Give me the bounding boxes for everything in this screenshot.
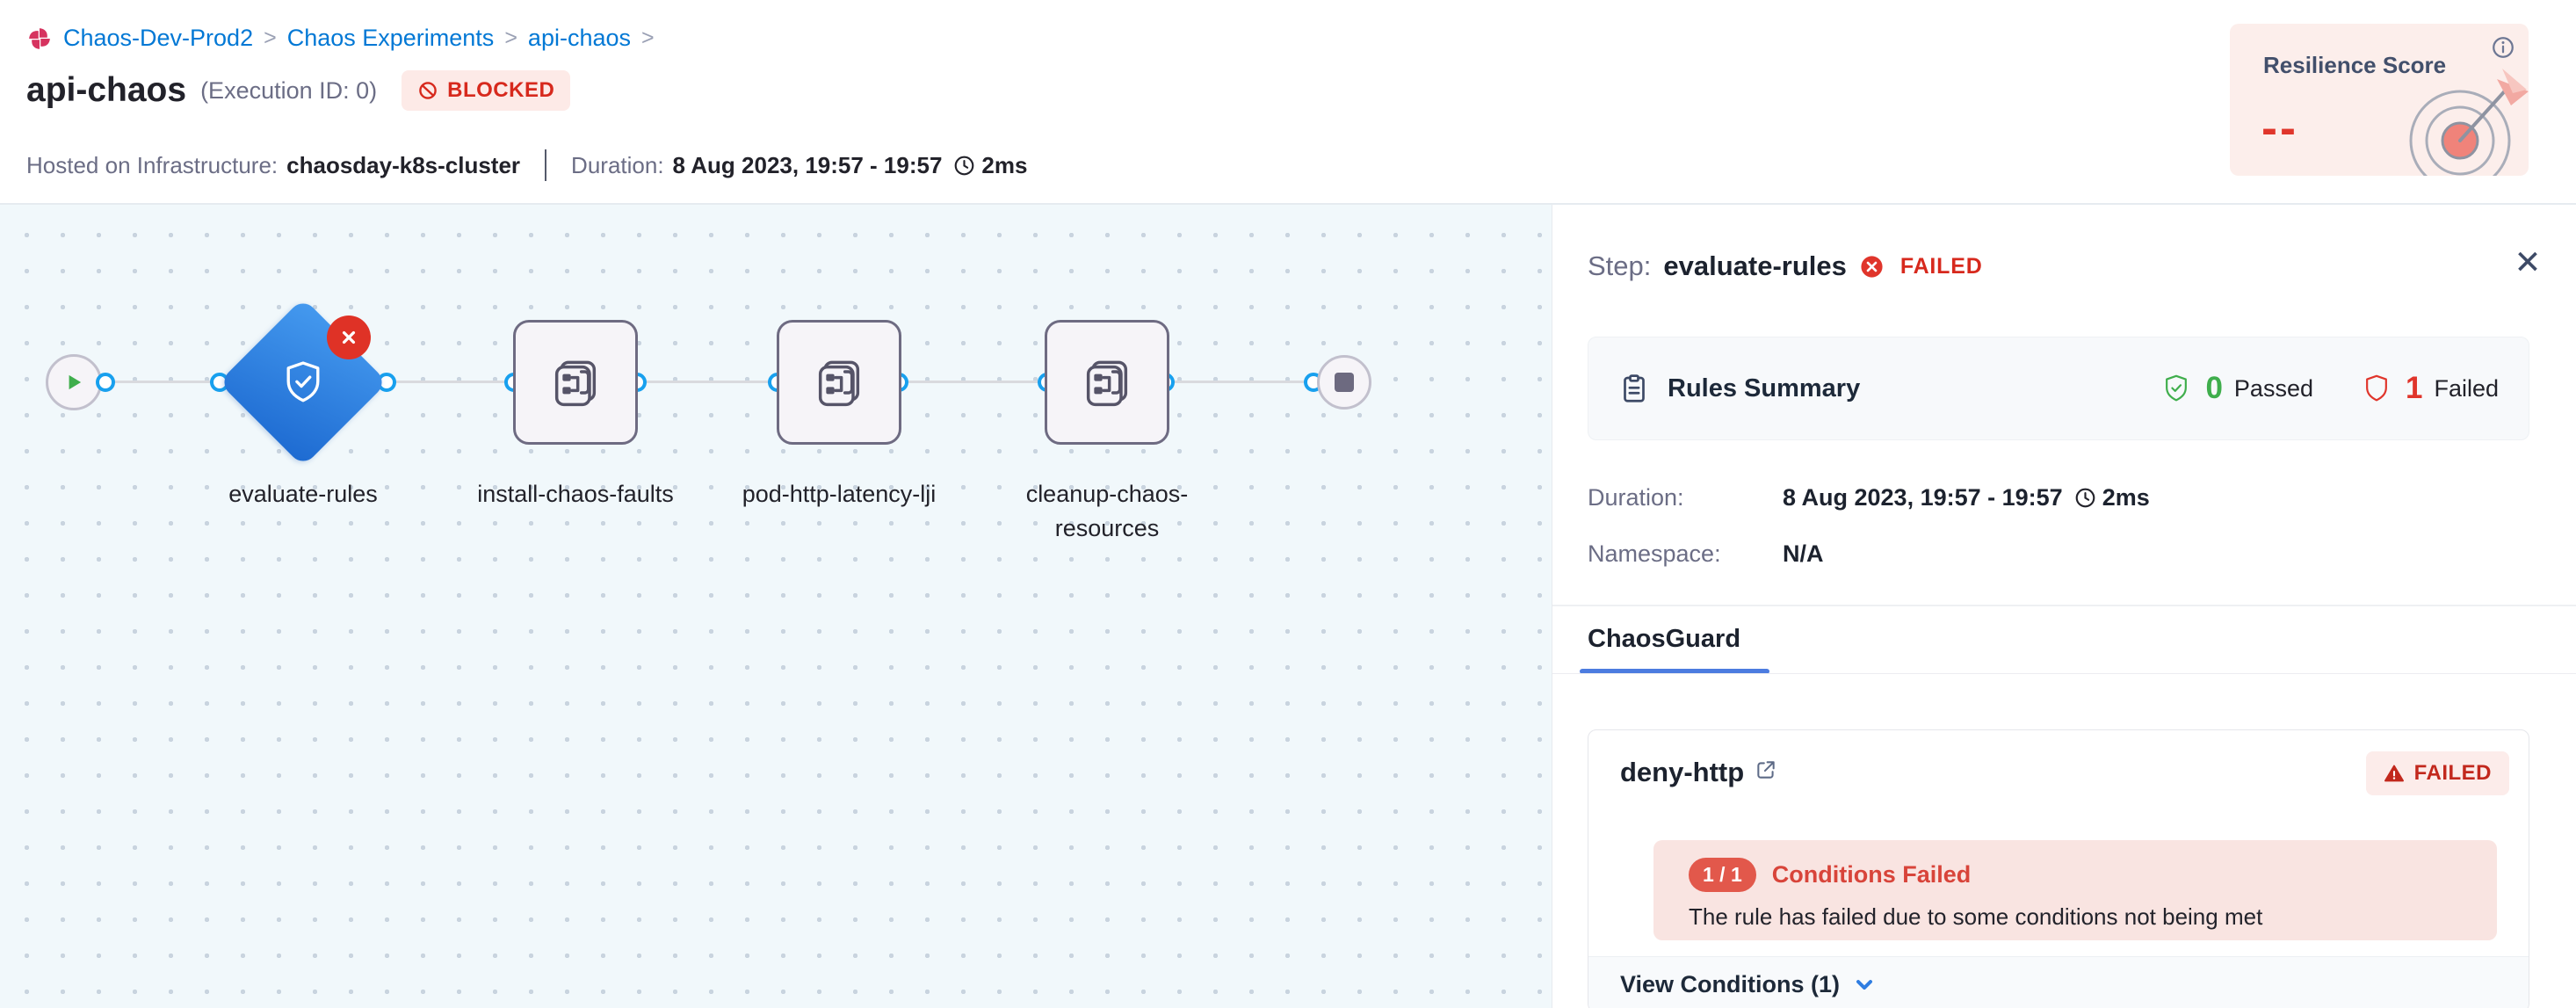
failed-circle-icon xyxy=(1859,254,1885,279)
connector-port xyxy=(96,373,115,392)
rule-status-label: FAILED xyxy=(2413,761,2492,785)
clock-icon xyxy=(952,154,976,178)
breadcrumb: Chaos-Dev-Prod2 > Chaos Experiments > ap… xyxy=(26,25,655,52)
clock-icon xyxy=(2073,486,2097,510)
rule-name: deny-http xyxy=(1620,757,1745,787)
close-panel-button[interactable]: ✕ xyxy=(2507,242,2549,284)
shield-check-green-icon xyxy=(2159,371,2194,406)
tab-chaosguard[interactable]: ChaosGuard xyxy=(1588,625,1741,653)
chaos-module-icon xyxy=(26,25,53,52)
external-link-icon[interactable] xyxy=(1755,758,1777,781)
passed-count: 0 xyxy=(2205,371,2223,405)
rules-summary-title: Rules Summary xyxy=(1668,373,1861,402)
status-badge-label: BLOCKED xyxy=(447,78,555,102)
pipeline-connector-line xyxy=(74,381,1344,383)
info-icon[interactable] xyxy=(2490,34,2516,61)
namespace-value: N/A xyxy=(1783,540,1824,567)
step-header: Step: evaluate-rules FAILED xyxy=(1588,250,1983,282)
panel-duration-label: Duration: xyxy=(1588,484,1684,511)
breadcrumb-link-project[interactable]: Chaos-Dev-Prod2 xyxy=(63,25,254,51)
x-icon xyxy=(342,330,356,344)
rule-title-row[interactable]: deny-http xyxy=(1620,757,1777,788)
status-badge-blocked: BLOCKED xyxy=(402,70,571,111)
blocked-icon xyxy=(417,80,438,101)
infra-value: chaosday-k8s-cluster xyxy=(286,151,521,178)
duration-value: 8 Aug 2023, 19:57 - 19:57 xyxy=(672,151,943,178)
resilience-score-value: -- xyxy=(2261,102,2298,155)
chaos-step-icon xyxy=(1086,360,1128,407)
node-cleanup-chaos-resources[interactable] xyxy=(1045,320,1169,445)
resilience-score-title: Resilience Score xyxy=(2263,52,2447,78)
conditions-failed-message: The rule has failed due to some conditio… xyxy=(1689,903,2263,930)
namespace-label: Namespace: xyxy=(1588,540,1721,567)
pipeline-canvas[interactable]: evaluate-rules install-chaos-faults pod-… xyxy=(0,205,1552,1008)
tab-active-indicator xyxy=(1580,669,1769,674)
stop-icon xyxy=(1335,373,1354,392)
title-row: api-chaos (Execution ID: 0) BLOCKED xyxy=(26,70,571,111)
rule-card-deny-http: deny-http FAILED xyxy=(1588,729,2529,1008)
passed-metric: 0 Passed xyxy=(2159,371,2313,406)
page-header: Chaos-Dev-Prod2 > Chaos Experiments > ap… xyxy=(0,0,2576,205)
failed-metric: 1 Failed xyxy=(2359,371,2499,406)
step-label: Step: xyxy=(1588,250,1652,281)
node-label: install-chaos-faults xyxy=(477,481,674,507)
rules-summary-bar: Rules Summary 0 Passed xyxy=(1588,337,2529,440)
target-illustration xyxy=(2399,53,2529,176)
breadcrumb-separator: > xyxy=(504,25,517,50)
resilience-score-card: Resilience Score -- xyxy=(2230,24,2529,176)
warning-triangle-icon xyxy=(2384,763,2405,784)
panel-divider xyxy=(1552,605,2576,606)
failed-count: 1 xyxy=(2405,371,2423,405)
node-label: pod-http-latency-lji xyxy=(742,481,937,507)
step-status: FAILED xyxy=(1899,253,1983,279)
infra-label: Hosted on Infrastructure: xyxy=(26,151,279,178)
duration-label: Duration: xyxy=(571,151,664,178)
elapsed-value: 2ms xyxy=(981,151,1028,178)
meta-row: Hosted on Infrastructure: chaosday-k8s-c… xyxy=(26,149,1027,181)
start-node xyxy=(46,354,102,410)
failed-label: Failed xyxy=(2434,374,2499,402)
play-icon xyxy=(62,371,85,394)
rule-status-badge: FAILED xyxy=(2365,751,2509,795)
panel-elapsed-value: 2ms xyxy=(2102,484,2150,511)
tab-bottom-border xyxy=(1552,673,2576,674)
conditions-failed-label: Conditions Failed xyxy=(1771,861,1972,888)
chaos-step-icon xyxy=(554,360,597,407)
shield-check-icon xyxy=(286,361,320,402)
breadcrumb-link-experiments[interactable]: Chaos Experiments xyxy=(286,25,495,51)
page-title: api-chaos xyxy=(26,71,187,109)
namespace-row: Namespace: N/A xyxy=(1588,540,1824,568)
shield-red-icon xyxy=(2359,371,2394,406)
node-label: evaluate-rules xyxy=(228,481,378,507)
node-evaluate-rules[interactable] xyxy=(218,297,388,468)
node-pod-http-latency[interactable] xyxy=(777,320,901,445)
duration-row: Duration: 8 Aug 2023, 19:57 - 19:57 2ms xyxy=(1588,484,2150,511)
meta-divider xyxy=(545,149,547,181)
node-label: cleanup-chaos-resources xyxy=(1025,481,1189,542)
stop-node xyxy=(1317,355,1371,410)
passed-label: Passed xyxy=(2233,374,2313,402)
breadcrumb-link-experiment[interactable]: api-chaos xyxy=(527,25,631,51)
step-details-panel: Step: evaluate-rules FAILED ✕ xyxy=(1552,205,2576,1008)
clipboard-icon xyxy=(1618,373,1650,404)
chevron-down-icon xyxy=(1852,972,1877,997)
breadcrumb-separator: > xyxy=(264,25,277,50)
conditions-failed-alert: 1 / 1 Conditions Failed The rule has fai… xyxy=(1653,840,2497,940)
node-failed-badge xyxy=(327,315,371,359)
execution-id: (Execution ID: 0) xyxy=(200,76,378,104)
step-name: evaluate-rules xyxy=(1663,250,1847,281)
breadcrumb-separator: > xyxy=(641,25,655,50)
node-install-chaos-faults[interactable] xyxy=(513,320,638,445)
panel-duration-value: 8 Aug 2023, 19:57 - 19:57 xyxy=(1783,484,2063,511)
conditions-ratio-pill: 1 / 1 xyxy=(1689,858,1756,892)
view-conditions-label: View Conditions (1) xyxy=(1620,970,1841,997)
view-conditions-toggle[interactable]: View Conditions (1) xyxy=(1588,956,2529,1008)
chaos-step-icon xyxy=(818,360,860,407)
